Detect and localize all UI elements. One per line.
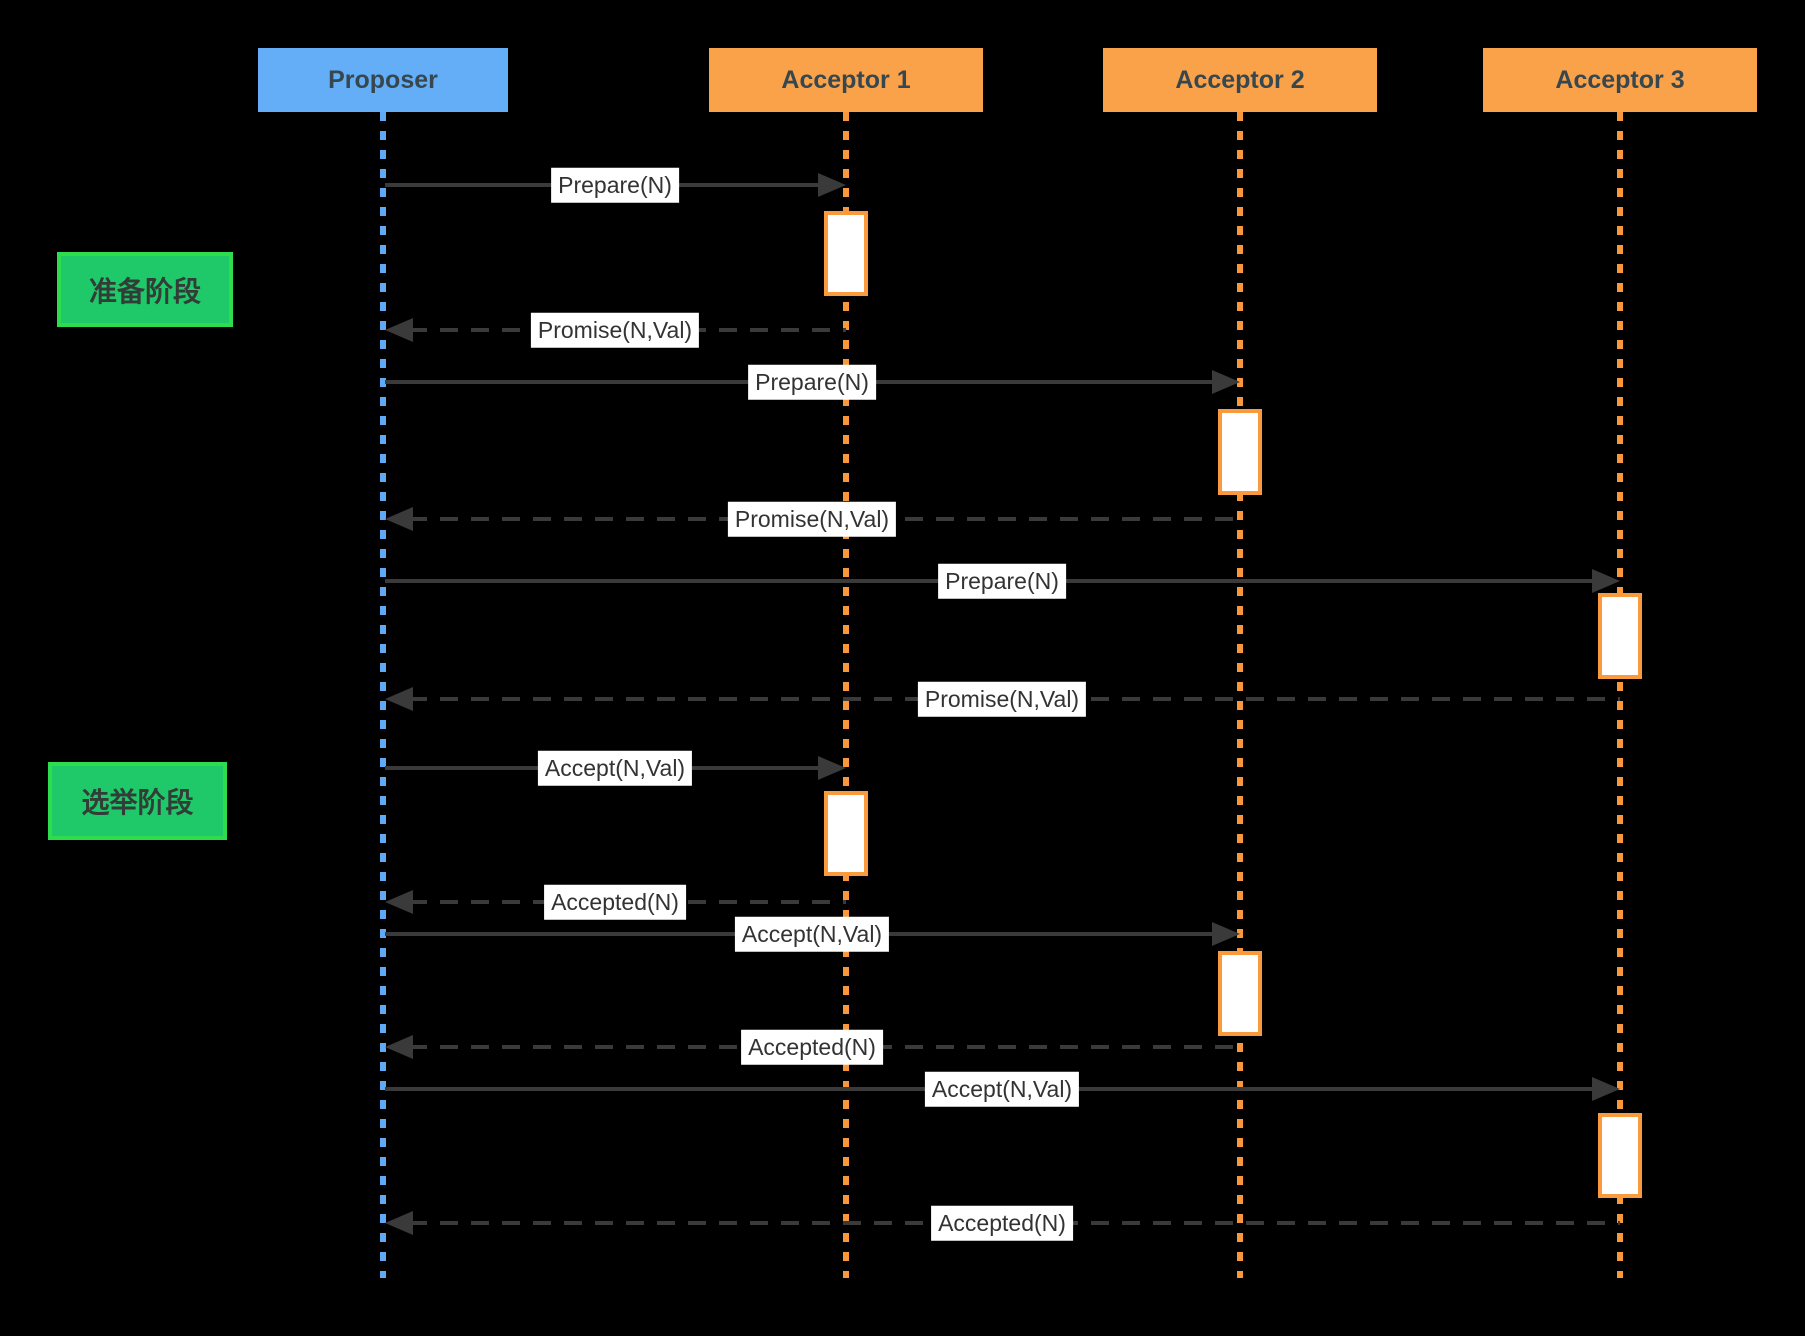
message-label: Prepare(N) [938,563,1066,599]
arrowhead-left-icon [385,507,413,531]
lifeline-acceptor-2 [1237,112,1243,1278]
arrowhead-left-icon [385,1211,413,1235]
message-label: Accepted(N) [741,1029,883,1065]
message-label: Promise(N,Val) [727,501,897,537]
message-label: Accept(N,Val) [537,750,693,786]
message-label: Prepare(N) [551,167,679,203]
arrowhead-left-icon [385,1035,413,1059]
actor-proposer: Proposer [258,48,508,112]
phase-label-prepare: 准备阶段 [57,252,233,327]
lifeline-proposer [380,112,386,1278]
activation-acceptor2-accept [1218,951,1262,1036]
activation-acceptor3-prepare [1598,593,1642,679]
message-label: Accept(N,Val) [924,1071,1080,1107]
lifeline-acceptor-1 [843,112,849,1278]
lifeline-acceptor-3 [1617,112,1623,1278]
activation-acceptor1-prepare [824,211,868,296]
message-label: Accepted(N) [931,1205,1073,1241]
message-label: Accepted(N) [544,884,686,920]
arrowhead-right-icon [1592,569,1620,593]
message-label: Prepare(N) [748,364,876,400]
arrowhead-left-icon [385,318,413,342]
arrowhead-right-icon [818,756,846,780]
actor-acceptor-1: Acceptor 1 [709,48,983,112]
activation-acceptor2-prepare [1218,409,1262,495]
activation-acceptor1-accept [824,791,868,876]
arrowhead-right-icon [1592,1077,1620,1101]
message-label: Promise(N,Val) [917,681,1087,717]
actor-acceptor-3: Acceptor 3 [1483,48,1757,112]
arrowhead-left-icon [385,687,413,711]
activation-acceptor3-accept [1598,1113,1642,1198]
arrowhead-right-icon [1212,922,1240,946]
arrowhead-right-icon [1212,370,1240,394]
arrowhead-right-icon [818,173,846,197]
message-label: Accept(N,Val) [734,916,890,952]
arrowhead-left-icon [385,890,413,914]
phase-label-election: 选举阶段 [48,762,227,840]
actor-acceptor-2: Acceptor 2 [1103,48,1377,112]
message-label: Promise(N,Val) [530,312,700,348]
